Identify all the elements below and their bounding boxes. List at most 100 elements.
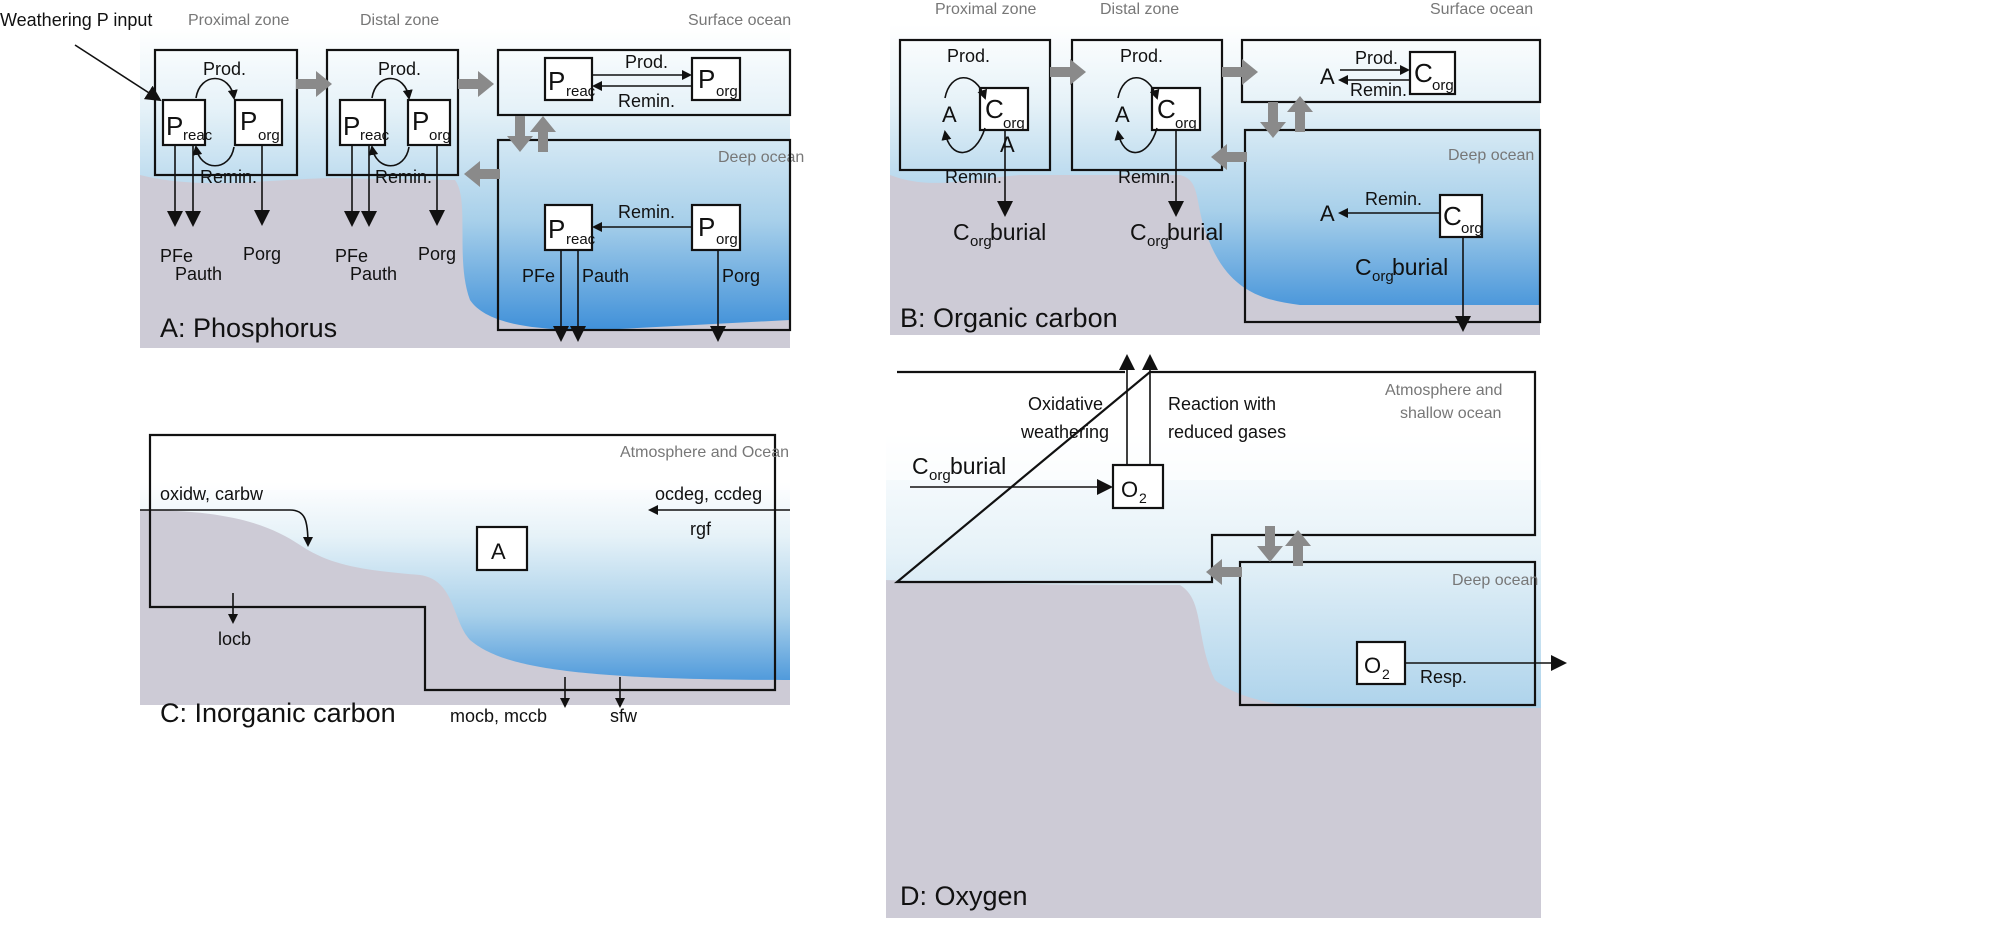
org-subscript: org bbox=[1175, 115, 1197, 132]
remin-label: Remin. bbox=[375, 167, 432, 187]
distal-box bbox=[325, 48, 460, 177]
panel-inorganic-carbon: Atmosphere and Ocean A oxidw, carbw ocde… bbox=[140, 430, 790, 728]
org-subscript: org bbox=[1461, 220, 1483, 237]
atmosphere-ocean-box bbox=[148, 433, 777, 692]
p-symbol: P bbox=[548, 66, 565, 96]
panel-organic-carbon: Proximal zone Distal zone Surface ocean … bbox=[890, 1, 1542, 335]
org-subscript: org bbox=[1432, 77, 1454, 94]
c-symbol: C bbox=[912, 453, 929, 479]
o2-subscript: 2 bbox=[1382, 666, 1390, 682]
seafloor bbox=[140, 175, 790, 348]
distal-zone-label: Distal zone bbox=[1100, 1, 1179, 18]
deep-ocean-box bbox=[1238, 560, 1537, 707]
panel-b-title: B: Organic carbon bbox=[900, 303, 1118, 333]
surface-ocean-label: Surface ocean bbox=[1430, 1, 1533, 18]
reac-subscript: reac bbox=[183, 127, 213, 144]
rgf-label: rgf bbox=[690, 519, 712, 539]
oxidative-weathering-line2: weathering bbox=[1020, 422, 1109, 442]
reac-subscript: reac bbox=[566, 231, 596, 248]
pfe-label: PFe bbox=[335, 246, 368, 266]
remin-label: Remin. bbox=[1118, 167, 1175, 187]
a-box bbox=[475, 525, 529, 572]
org-subscript: org bbox=[716, 83, 738, 100]
p-reac-box bbox=[338, 98, 387, 147]
seafloor bbox=[890, 175, 1540, 335]
a-symbol: A bbox=[942, 102, 957, 127]
c-symbol: C bbox=[1157, 94, 1176, 124]
deep-ocean-label: Deep ocean bbox=[718, 149, 804, 166]
o-symbol: O bbox=[1121, 477, 1138, 502]
remin-label: Remin. bbox=[1365, 189, 1422, 209]
distal-zone-label: Distal zone bbox=[360, 12, 439, 29]
oxidative-weathering-line1: Oxidative bbox=[1028, 394, 1103, 414]
reduced-gases-line2: reduced gases bbox=[1168, 422, 1286, 442]
prod-label: Prod. bbox=[378, 59, 421, 79]
c-org-box bbox=[978, 86, 1030, 132]
proximal-zone-label: Proximal zone bbox=[188, 12, 289, 29]
org-subscript: org bbox=[1372, 268, 1394, 285]
org-subscript: org bbox=[716, 231, 738, 248]
c-symbol: C bbox=[1443, 201, 1462, 231]
c-symbol: C bbox=[1414, 58, 1433, 88]
c-org-box bbox=[1438, 193, 1484, 239]
pfe-label: PFe bbox=[522, 266, 555, 286]
proximal-box bbox=[898, 38, 1052, 172]
panel-a-title: A: Phosphorus bbox=[160, 313, 337, 343]
ocdeg-ccdeg-label: ocdeg, ccdeg bbox=[655, 484, 762, 504]
prod-label: Prod. bbox=[1120, 46, 1163, 66]
surface-box bbox=[496, 48, 792, 117]
weathering-input-label: Weathering P input bbox=[0, 10, 152, 30]
region-label: Atmosphere and Ocean bbox=[620, 444, 789, 461]
c-org-box bbox=[1408, 50, 1457, 96]
p-symbol: P bbox=[548, 214, 565, 244]
a-symbol: A bbox=[491, 539, 506, 564]
prod-label: Prod. bbox=[625, 52, 668, 72]
porg-label: Porg bbox=[243, 244, 281, 264]
proximal-corg: C org A A Prod. Remin. C org burial bbox=[941, 46, 1046, 250]
p-reac-box bbox=[161, 98, 207, 147]
remin-label: Remin. bbox=[618, 91, 675, 111]
surface-corg: C org A Prod. Remin. bbox=[1320, 48, 1457, 100]
oxidw-carbw-label: oxidw, carbw bbox=[160, 484, 264, 504]
p-org-box bbox=[406, 98, 452, 147]
surface-ocean-label: Surface ocean bbox=[688, 12, 791, 29]
deep-ocean-label: Deep ocean bbox=[1448, 147, 1534, 164]
pauth-label: Pauth bbox=[175, 264, 222, 284]
mocb-mccb-label: mocb, mccb bbox=[450, 706, 547, 726]
burial-label: burial bbox=[950, 453, 1006, 479]
p-symbol: P bbox=[412, 106, 429, 136]
a-symbol: A bbox=[1115, 102, 1130, 127]
reduced-gases-line1: Reaction with bbox=[1168, 394, 1276, 414]
burial-label: burial bbox=[990, 219, 1046, 245]
org-subscript: org bbox=[929, 467, 951, 484]
org-subscript: org bbox=[429, 127, 451, 144]
proximal-box bbox=[153, 48, 299, 177]
reac-subscript: reac bbox=[566, 83, 596, 100]
c-symbol: C bbox=[953, 219, 970, 245]
p-org-box bbox=[233, 98, 284, 147]
p-symbol: P bbox=[343, 111, 360, 141]
prod-label: Prod. bbox=[203, 59, 246, 79]
atmosphere-shallow-ocean-box bbox=[893, 370, 1537, 584]
distal-box bbox=[1070, 38, 1224, 172]
a-symbol: A bbox=[1000, 132, 1015, 157]
p-symbol: P bbox=[166, 111, 183, 141]
panel-phosphorus: Weathering P input Proximal zone Distal … bbox=[0, 10, 804, 348]
o2-subscript: 2 bbox=[1139, 490, 1147, 506]
remin-label: Remin. bbox=[618, 202, 675, 222]
org-subscript: org bbox=[970, 233, 992, 250]
prod-label: Prod. bbox=[947, 46, 990, 66]
reac-subscript: reac bbox=[360, 127, 390, 144]
remin-label: Remin. bbox=[200, 167, 257, 187]
org-subscript: org bbox=[1147, 233, 1169, 250]
p-symbol: P bbox=[698, 212, 715, 242]
distal-corg: C org A Prod. Remin. C org burial bbox=[1114, 46, 1223, 250]
seafloor bbox=[886, 580, 1541, 918]
sfw-label: sfw bbox=[610, 706, 638, 726]
p-org-box bbox=[690, 56, 742, 102]
burial-label: burial bbox=[1392, 254, 1448, 280]
p-reac-box bbox=[543, 56, 594, 102]
panel-d-title: D: Oxygen bbox=[900, 881, 1028, 911]
region-label-line2: shallow ocean bbox=[1400, 405, 1501, 422]
o2-box bbox=[1111, 463, 1165, 510]
